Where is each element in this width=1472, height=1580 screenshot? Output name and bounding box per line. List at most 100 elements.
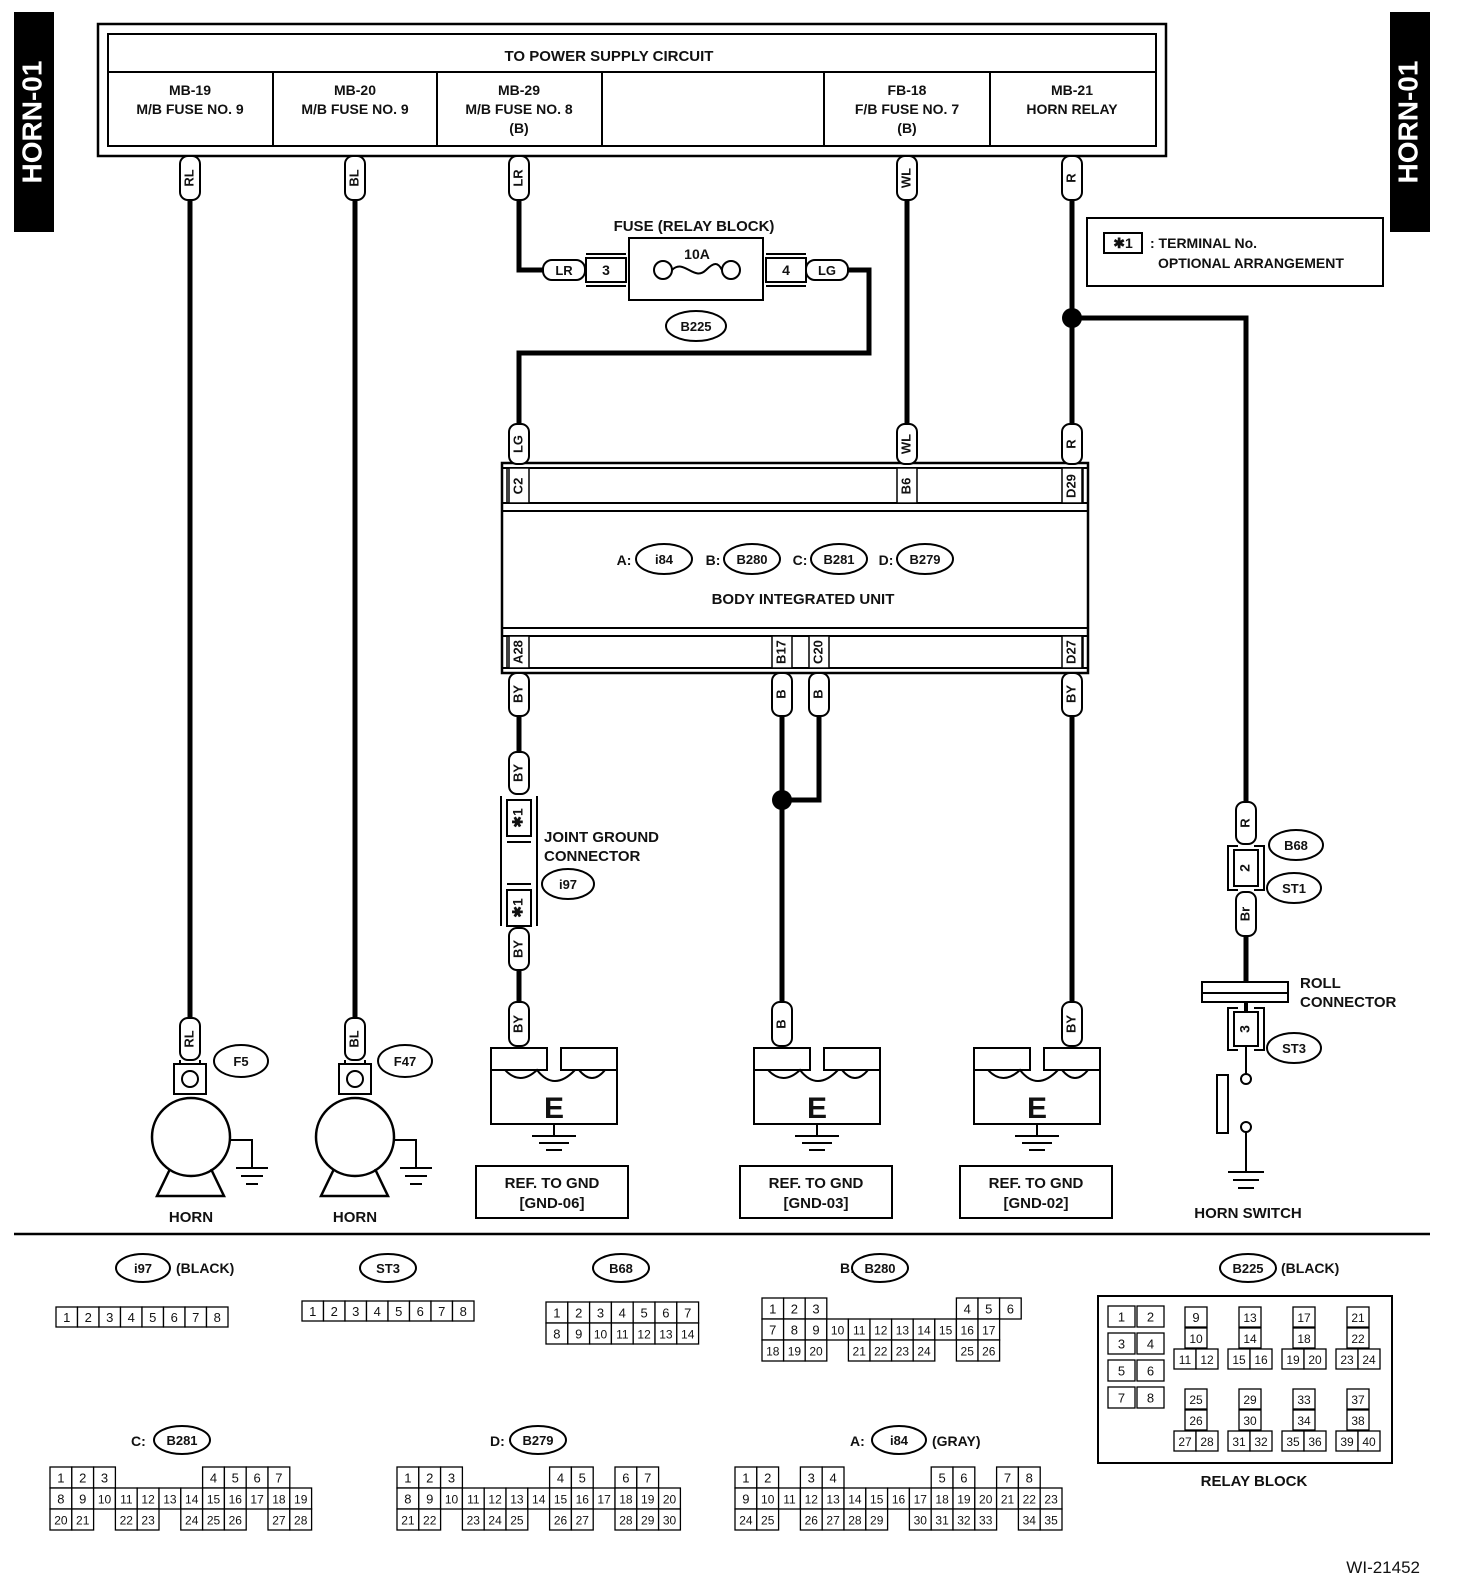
ground-block: E REF. TO GND [GND-03] <box>739 1047 893 1219</box>
svg-text:B281: B281 <box>823 552 854 567</box>
pin-cell <box>804 1339 828 1362</box>
pin-number: 33 <box>1297 1393 1311 1407</box>
pin-number: 19 <box>641 1493 655 1507</box>
pin-number: 34 <box>1023 1514 1037 1528</box>
ground-block: E REF. TO GND [GND-02] <box>959 1047 1113 1219</box>
horn-switch-circuit: R 2 Br B68 ST1 ROLL CONNECTOR 3 ST3 HORN… <box>1194 801 1397 1222</box>
svg-text:(B): (B) <box>509 120 528 136</box>
svg-text:MB-21: MB-21 <box>1051 82 1093 98</box>
pin-number: 2 <box>426 1471 433 1486</box>
pin-number: 22 <box>874 1345 888 1359</box>
pin-number: 16 <box>1254 1353 1268 1367</box>
pin-number: 4 <box>619 1306 626 1321</box>
pin-number: 5 <box>640 1306 647 1321</box>
relay-block-caption: RELAY BLOCK <box>1201 1473 1308 1490</box>
pin-cell <box>1195 1348 1219 1370</box>
pin-number: 15 <box>207 1493 221 1507</box>
pin-number: 12 <box>805 1493 819 1507</box>
ground-block: E REF. TO GND [GND-06] <box>475 1047 629 1219</box>
horn-label: HORN <box>169 1209 213 1226</box>
svg-text:M/B FUSE NO. 9: M/B FUSE NO. 9 <box>136 101 244 117</box>
pin-number: 10 <box>445 1493 459 1507</box>
svg-text:E: E <box>807 1092 827 1125</box>
pin-cell <box>1249 1430 1273 1452</box>
pin-number: 11 <box>1179 1353 1192 1367</box>
pin-number: 8 <box>1026 1471 1033 1486</box>
pin-number: 4 <box>210 1471 217 1486</box>
pin-cell <box>1238 1388 1262 1410</box>
svg-text:BY: BY <box>510 685 525 703</box>
svg-text:(B): (B) <box>897 120 916 136</box>
pin-number: 31 <box>1232 1435 1246 1449</box>
pin-number: 7 <box>644 1471 651 1486</box>
horn: RL F5 HORN <box>150 1017 269 1226</box>
pin-number: 24 <box>739 1514 753 1528</box>
pin-number: 11 <box>467 1493 480 1507</box>
svg-text:B: B <box>773 689 788 698</box>
pin-number: 6 <box>171 1310 178 1325</box>
svg-text:(BLACK): (BLACK) <box>1281 1260 1339 1276</box>
pin-cell <box>977 1339 1001 1362</box>
pin-number: 10 <box>831 1324 845 1338</box>
pin-number: 26 <box>805 1514 819 1528</box>
pin-number: 1 <box>57 1471 64 1486</box>
pin-number: 3 <box>448 1471 455 1486</box>
svg-text:F47: F47 <box>394 1054 416 1069</box>
pin-cell <box>912 1339 936 1362</box>
pin-number: 26 <box>554 1514 568 1528</box>
pin-number: 1 <box>1118 1310 1125 1325</box>
fuse-rating: 10A <box>684 246 710 262</box>
pin-number: 3 <box>1118 1337 1125 1352</box>
wire-tag-by: BY <box>508 672 530 717</box>
pin-number: 38 <box>1351 1414 1365 1428</box>
pin-number: 14 <box>848 1493 862 1507</box>
pin-number: 9 <box>575 1327 582 1342</box>
svg-text:A:: A: <box>850 1433 865 1449</box>
pin-number: 2 <box>85 1310 92 1325</box>
pin-number: 29 <box>641 1514 655 1528</box>
svg-text:A:: A: <box>617 552 632 568</box>
pin-number: 32 <box>1254 1435 1268 1449</box>
pin-number: 3 <box>352 1304 359 1319</box>
pin-number: 6 <box>622 1471 629 1486</box>
pin-cell <box>1184 1409 1208 1431</box>
pin-cell <box>1346 1327 1370 1349</box>
wire-tag-b: B <box>808 672 830 717</box>
svg-text:i97: i97 <box>559 877 577 892</box>
pin-number: 8 <box>404 1492 411 1507</box>
pin-cell <box>1303 1430 1327 1452</box>
svg-text:B17: B17 <box>773 640 788 664</box>
pin-number: 8 <box>57 1492 64 1507</box>
pin-number: 6 <box>960 1471 967 1486</box>
svg-text:RL: RL <box>181 1030 196 1047</box>
pin-cell <box>71 1508 95 1531</box>
pin-number: 5 <box>1118 1364 1125 1379</box>
pin-number: 14 <box>185 1493 199 1507</box>
svg-text:B: B <box>810 689 825 698</box>
svg-text:BY: BY <box>510 1015 525 1033</box>
svg-text:MB-20: MB-20 <box>334 82 376 98</box>
pin-number: 29 <box>1243 1393 1257 1407</box>
pin-cell <box>1346 1306 1370 1328</box>
pin-cell <box>1238 1306 1262 1328</box>
pin-number: 3 <box>106 1310 113 1325</box>
pin-number: 18 <box>272 1493 286 1507</box>
pin-number: 7 <box>684 1306 691 1321</box>
pin-number: 8 <box>214 1310 221 1325</box>
pin-number: 28 <box>848 1514 862 1528</box>
pin-number: 20 <box>663 1493 677 1507</box>
pin-number: 16 <box>961 1324 975 1338</box>
pin-number: 3 <box>597 1306 604 1321</box>
pin-number: 10 <box>594 1328 608 1342</box>
svg-text:BL: BL <box>346 1030 361 1047</box>
pin-number: 3 <box>101 1471 108 1486</box>
svg-text:D29: D29 <box>1063 474 1078 498</box>
fuse-title: FUSE (RELAY BLOCK) <box>614 218 775 235</box>
pin-number: 2 <box>791 1302 798 1317</box>
horn: BL F47 HORN <box>314 1017 433 1226</box>
pin-number: 17 <box>597 1493 611 1507</box>
horn-switch-label: HORN SWITCH <box>1194 1205 1302 1222</box>
